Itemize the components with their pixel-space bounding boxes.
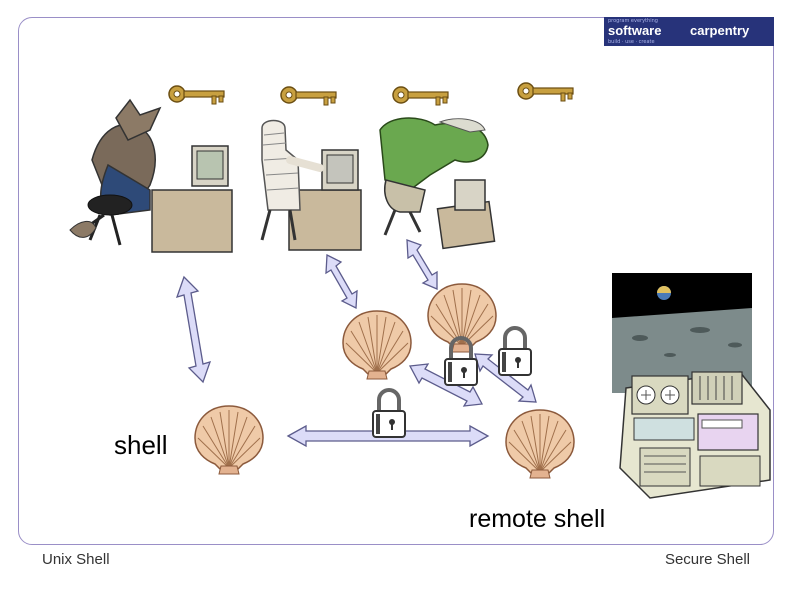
padlock-icon — [371, 388, 407, 439]
arrow-remote-to-remote-right — [474, 353, 537, 403]
arrow-user2-to-remote — [325, 253, 358, 310]
key-icon — [517, 82, 574, 102]
werewolf-user-icon — [69, 98, 233, 253]
key-icon — [280, 86, 337, 106]
logo-tagline-bottom: build · use · create — [608, 39, 655, 45]
key-icon — [168, 85, 225, 105]
logo-word-carpentry: carpentry — [690, 23, 750, 38]
slide-frame — [18, 17, 774, 545]
logo-tagline-top: program everything — [608, 18, 658, 24]
shell-icon — [342, 310, 412, 380]
software-carpentry-logo: program everything software carpentry bu… — [604, 17, 774, 46]
key-icon — [392, 86, 449, 106]
footer-left-title: Unix Shell — [42, 551, 110, 568]
shell-label: shell — [114, 430, 168, 460]
arrow-user1-to-shell — [175, 275, 212, 384]
remote-shell-label: remote shell — [469, 505, 606, 533]
shell-icon — [194, 405, 264, 475]
moon-base-computer-icon — [612, 273, 771, 499]
footer-right-title: Secure Shell — [664, 551, 750, 568]
shell-icon — [427, 283, 497, 353]
shell-icon — [505, 409, 575, 479]
logo-word-software: software — [608, 23, 662, 38]
mummy-user-icon — [260, 119, 362, 251]
arrow-user3-to-remote — [406, 239, 438, 290]
padlock-icon — [497, 326, 533, 377]
monster-user-icon — [379, 117, 496, 250]
